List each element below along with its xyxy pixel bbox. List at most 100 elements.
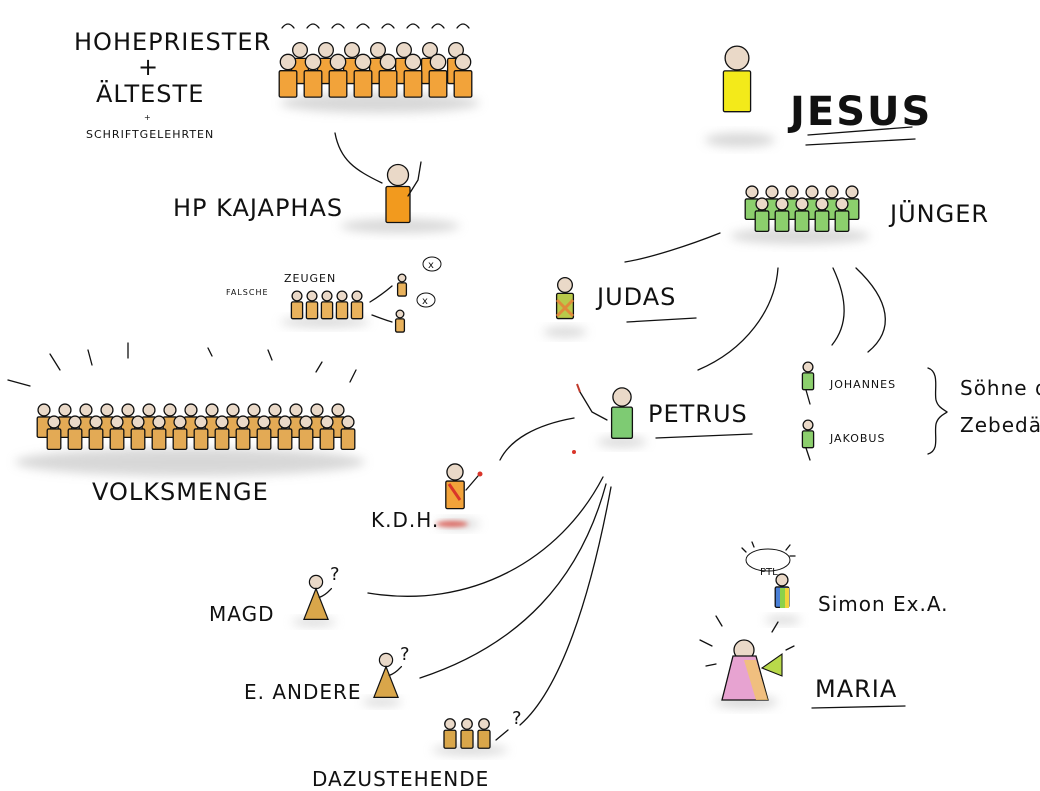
magd-question-mark: ? <box>330 564 340 585</box>
head <box>379 53 397 71</box>
head <box>378 652 394 668</box>
head <box>236 415 250 429</box>
crowd-person <box>298 415 314 451</box>
body <box>722 70 752 113</box>
jesus-person <box>722 45 752 113</box>
head <box>268 403 282 417</box>
emphasis-tick <box>49 353 61 371</box>
head <box>447 42 464 59</box>
simon-stripe-2 <box>785 588 789 608</box>
connector-lines <box>334 132 948 726</box>
leader-person <box>453 53 473 98</box>
body <box>151 428 167 451</box>
line-leaders-kajaphas <box>334 132 383 184</box>
head <box>745 185 759 199</box>
speech-bubble-1 <box>422 256 442 272</box>
body <box>235 428 251 451</box>
head <box>755 197 769 211</box>
dazustehende-question-mark: ? <box>512 708 522 729</box>
andere-person <box>373 652 403 698</box>
crowd-person <box>57 403 73 439</box>
head <box>724 45 750 71</box>
head <box>291 42 308 59</box>
hair-stroke <box>281 23 295 29</box>
kajaphas-person <box>385 163 411 224</box>
label-plus-2: + <box>144 113 152 122</box>
magd-person <box>303 574 333 620</box>
ground-shadow <box>730 228 870 244</box>
label-falsche: FALSCHE <box>226 288 269 297</box>
head <box>257 415 271 429</box>
simon-person <box>774 573 790 609</box>
ground-shadow <box>705 133 775 147</box>
label-petrus: PETRUS <box>648 400 748 428</box>
body <box>477 729 491 749</box>
head <box>142 403 156 417</box>
head <box>397 273 407 283</box>
arm <box>318 587 333 599</box>
judas-pattern <box>555 298 575 318</box>
leader-person <box>278 53 298 98</box>
head <box>446 463 464 481</box>
jesus-underline-1 <box>807 126 913 136</box>
raised-arm <box>407 161 422 197</box>
body <box>350 301 364 320</box>
volksmenge-group <box>7 342 365 476</box>
body <box>794 210 810 232</box>
ground-shadow <box>543 327 587 337</box>
head <box>454 53 472 71</box>
emphasis-tick <box>349 369 357 383</box>
crowd-person <box>88 415 104 451</box>
jesus-underline-2 <box>805 138 916 146</box>
body <box>453 70 473 98</box>
label-jakobus: JAKOBUS <box>829 432 885 445</box>
head <box>304 53 322 71</box>
kdh-wound <box>447 483 462 501</box>
crowd-person <box>340 415 356 451</box>
head <box>795 197 809 211</box>
crowd-person <box>67 415 83 451</box>
body <box>801 372 815 391</box>
body <box>340 428 356 451</box>
label-simon: Simon Ex.A. <box>818 592 949 616</box>
body <box>428 70 448 98</box>
label-judas: JUDAS <box>595 283 676 311</box>
ground-shadow <box>765 616 801 624</box>
head <box>802 361 814 373</box>
witness-person <box>305 290 319 320</box>
body <box>88 428 104 451</box>
emphasis-tick <box>315 361 323 373</box>
head <box>478 718 490 730</box>
body <box>801 430 815 449</box>
petrus-person <box>610 387 634 439</box>
body <box>460 729 474 749</box>
crowd-person <box>267 403 283 439</box>
body <box>193 428 209 451</box>
ground-shadow <box>362 698 402 706</box>
label-plus-1: + <box>138 53 159 81</box>
body <box>328 70 348 98</box>
head <box>278 415 292 429</box>
head <box>226 403 240 417</box>
label-soehne-1: Söhne d. <box>960 376 1040 400</box>
label-soehne-2: Zebedäus <box>960 413 1040 437</box>
bubble-tick <box>785 544 791 551</box>
crowd-person <box>99 403 115 439</box>
label-magd: MAGD <box>209 602 274 626</box>
head <box>775 573 789 587</box>
body <box>256 428 272 451</box>
crowd-person <box>109 415 125 451</box>
andere-figure <box>362 652 403 706</box>
line-petrus-andere <box>419 483 607 679</box>
jakobus-figure <box>801 419 815 461</box>
head <box>152 415 166 429</box>
simon-figure <box>741 541 801 624</box>
juenger-group <box>730 185 870 244</box>
body <box>290 301 304 320</box>
ground-shadow <box>597 437 647 447</box>
crowd-person <box>319 415 335 451</box>
crowd-person <box>277 415 293 451</box>
line-petrus-dazustehende <box>519 486 612 726</box>
head <box>308 574 324 590</box>
head <box>110 415 124 429</box>
